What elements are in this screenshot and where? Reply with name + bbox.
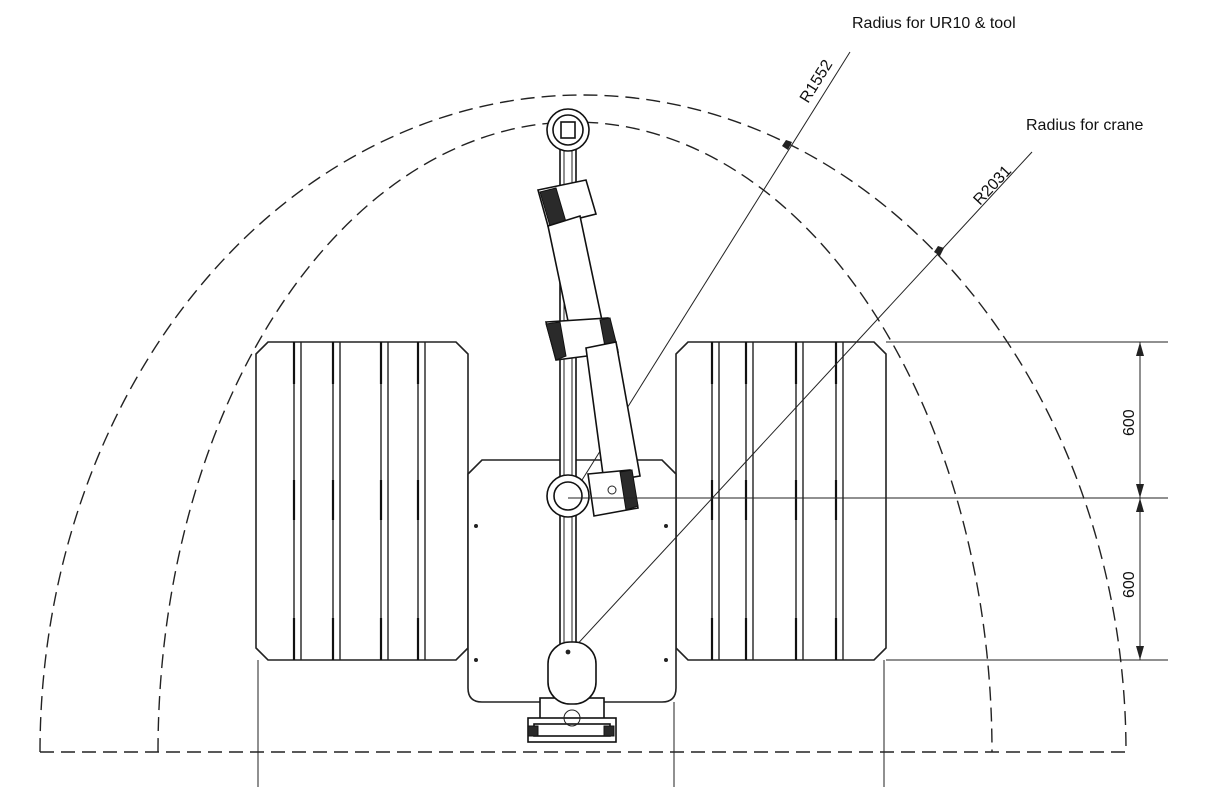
right-pallet-slats [710, 342, 844, 660]
left-pallet-slats [292, 342, 426, 660]
crane-radius-leader [571, 151, 1033, 651]
r-ur10-value: R1552 [797, 57, 836, 106]
crane-radius-arc [39, 94, 1127, 753]
left-pallet [255, 341, 469, 661]
forearm-link [537, 179, 605, 342]
dimension-line [1136, 342, 1144, 660]
wrist-joint [546, 108, 590, 152]
shoulder-joint [546, 469, 639, 518]
radius-crane-label: Radius for crane [1026, 117, 1143, 134]
upper-arm-link [585, 341, 641, 483]
robot-arm [527, 108, 641, 743]
robot-base [527, 641, 617, 743]
radius-ur10-label: Radius for UR10 & tool [852, 15, 1016, 32]
right-pallet [675, 341, 887, 661]
r-crane-value: R2031 [970, 163, 1015, 209]
dim-upper-value: 600 [1121, 409, 1138, 436]
dim-lower-value: 600 [1121, 571, 1138, 598]
